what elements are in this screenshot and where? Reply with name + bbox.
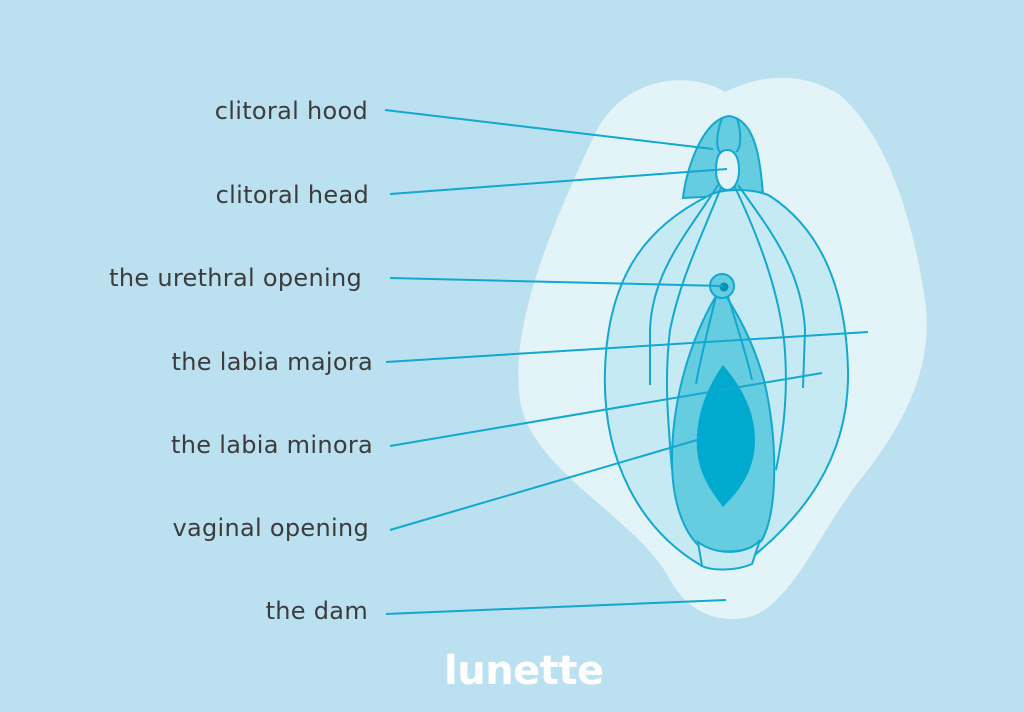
leader-lines (384, 109, 869, 615)
label-urethral-opening: the urethral opening (109, 264, 362, 292)
label-clitoral-head: clitoral head (215, 181, 369, 209)
perineum-fold (696, 539, 761, 571)
leader-labia-minora (389, 372, 823, 447)
label-labia-minora: the labia minora (171, 431, 373, 459)
clitoral-head-shape (714, 148, 741, 192)
label-clitoral-hood: clitoral hood (214, 97, 368, 125)
leader-dam (385, 599, 727, 615)
label-dam: the dam (265, 597, 368, 625)
leader-clitoral-head (389, 168, 728, 195)
leader-clitoral-hood (384, 109, 714, 150)
leader-urethral-opening (389, 277, 724, 287)
label-vaginal-opening: vaginal opening (172, 514, 369, 542)
lunette-logo: lunette (444, 648, 604, 694)
vaginal-opening-shape (696, 365, 755, 507)
leader-vaginal-opening (389, 439, 698, 531)
label-labia-majora: the labia majora (171, 348, 373, 376)
leader-labia-majora (385, 331, 869, 363)
